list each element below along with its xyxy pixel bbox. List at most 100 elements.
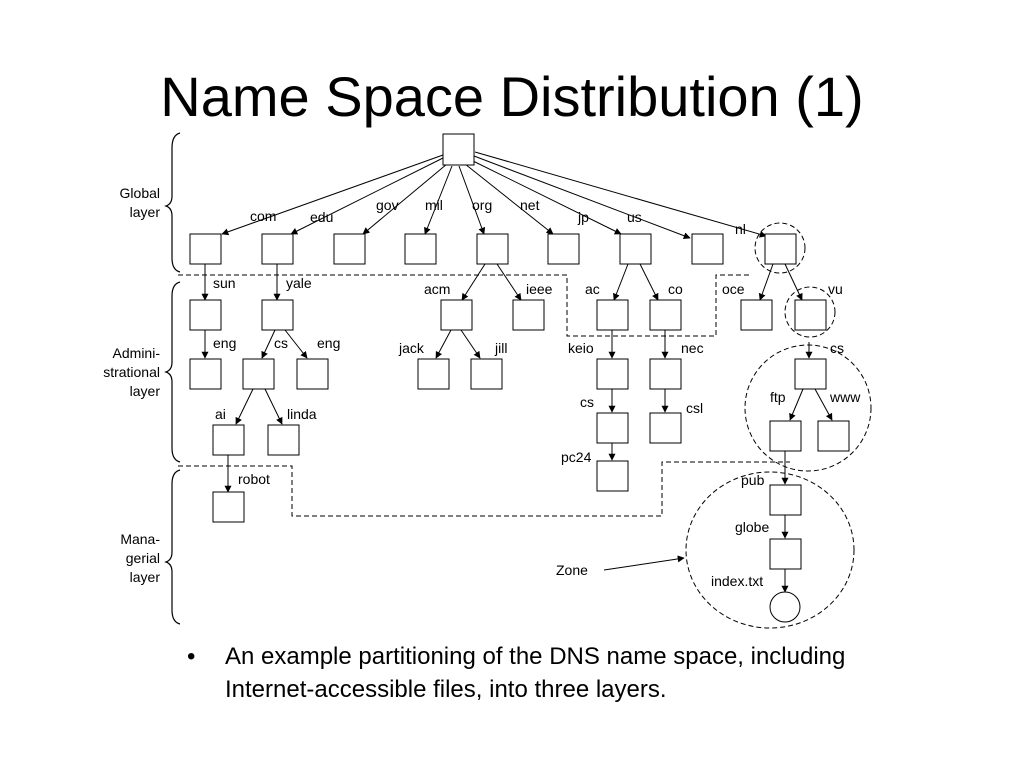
edge-cs-linda [264,388,283,425]
edge-root-com [221,154,444,236]
node-acm [440,299,473,331]
node-cs-vu [794,358,827,390]
node-robot [212,491,245,523]
node-pc24 [596,460,629,492]
node-nec [649,358,682,390]
label-org: org [472,197,492,213]
global-layer-brace [164,132,181,273]
global-layer-label-2: layer [130,204,161,220]
zone-cs [744,344,872,472]
edge-us-co [639,263,659,301]
edge-us-ac [613,263,629,301]
label-globe: globe [735,519,769,535]
node-root [442,133,475,166]
node-us [619,233,652,265]
edge-root-gov [362,163,448,235]
edge-acm-jack [435,329,452,359]
node-co [649,299,682,331]
label-eng-yale: eng [317,335,340,351]
label-gov: gov [376,197,399,213]
edge-root-us [473,155,691,240]
layer-braces [164,132,181,625]
zone-pointer [603,555,685,571]
node-csl [649,412,682,444]
node-com [189,233,222,265]
node-edu [261,233,294,265]
node-jill [470,358,503,390]
zone-nl [754,222,806,274]
label-net: net [520,197,540,213]
node-ftp [769,420,802,452]
page-title: Name Space Distribution (1) [160,65,864,128]
node-jack [417,358,450,390]
zone-vu [784,286,836,338]
label-co: co [668,281,683,297]
global-layer-label-1: Global [120,185,160,201]
node-pub [769,484,802,516]
label-ac: ac [585,281,600,297]
label-vu: vu [828,281,843,297]
node-index-txt [769,591,801,623]
node-net [547,233,580,265]
node-jp [691,233,724,265]
edge-yale-eng [284,329,308,359]
edge-root-jp [470,159,622,235]
label-acm: acm [424,281,450,297]
node-eng-sun [189,358,222,390]
node-vu [794,299,827,331]
edge-nl-oce [758,263,774,301]
label-robot: robot [238,471,270,487]
label-jill: jill [494,340,507,356]
admin-layer-label-1: Admini- [113,345,161,361]
node-yale [261,299,294,331]
label-index-txt: index.txt [711,573,763,589]
bullet-list: An example partitioning of the DNS name … [183,640,883,706]
label-ftp: ftp [770,389,786,405]
label-us: us [627,209,642,225]
label-www: www [829,389,861,405]
label-eng-sun: eng [213,335,236,351]
node-gov [333,233,366,265]
edge-org-ieee [496,263,522,301]
node-cs-yale [242,358,275,390]
node-nl [764,233,797,265]
managerial-layer-label-3: layer [130,569,161,585]
managerial-layer-label-1: Mana- [120,531,160,547]
label-com: com [250,208,276,224]
node-sun [189,299,222,331]
node-oce [740,299,773,331]
label-jp: jp [577,209,589,225]
node-mil [404,233,437,265]
edge-cs-www [814,388,833,421]
admin-layer-label-2: strational [103,364,160,380]
edge-root-mil [424,165,453,235]
admin-managerial-boundary [178,461,790,517]
label-nec: nec [681,340,704,356]
zone-ftp [685,471,855,629]
label-zone: Zone [556,562,588,578]
edge-acm-jill [460,329,481,359]
label-jack: jack [398,340,425,356]
global-admin-boundary [178,274,752,337]
label-mil: mil [425,197,443,213]
label-ieee: ieee [526,281,553,297]
node-linda [267,424,300,456]
edge-org-acm [461,263,486,301]
node-ac [596,299,629,331]
label-csl: csl [686,400,703,416]
edge-root-edu [290,157,444,235]
label-edu: edu [310,209,333,225]
node-keio [596,358,629,390]
node-org [476,233,509,265]
label-cs-keio: cs [580,394,594,410]
label-cs-yale: cs [274,335,288,351]
node-ieee [512,299,545,331]
label-ai: ai [215,406,226,422]
edge-root-net [464,163,554,235]
admin-layer-label-3: layer [130,383,161,399]
edge-cs-ftp [789,388,804,421]
managerial-layer-brace [164,469,181,625]
edge-yale-cs [261,329,276,359]
label-yale: yale [286,275,312,291]
node-globe [769,538,802,570]
